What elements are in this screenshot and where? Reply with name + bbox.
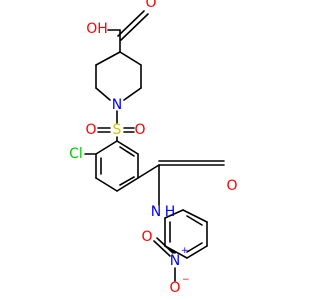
piperidine-bond-4 [95,87,111,101]
piperidine-bond-1 [119,51,142,66]
piperidine-bond-3 [123,87,142,101]
carboxyl-c-o-bond-a [117,10,145,37]
piperidine-bond-6 [95,51,121,66]
benzene-a-bond-6 [116,140,139,155]
piperidine-nitrogen-label: N [112,97,122,113]
benzene-b-inner-2 [186,242,203,253]
hydroxyl-label: OH [86,21,108,37]
molecule-canvas: OH O N S O O Cl O N H N + O O − [69,0,237,296]
bond-layer [84,10,225,282]
benzene-b-bond-4 [186,245,208,259]
amide-oxygen-label: O [226,178,237,194]
nitro-oxygen-bottom-label: O [169,280,180,296]
benzene-b-bond-2 [182,209,208,223]
nitro-o-top-bond-a [153,240,171,257]
amide-hydrogen-label: H [165,204,176,220]
benzene-a-inner-1 [119,146,135,157]
nitro-oxygen-top-label: O [141,229,152,245]
chlorine-label: Cl [69,146,83,162]
benzene-a-bond-3 [95,177,118,192]
nitro-minus-charge: − [182,275,190,285]
benzene-b-bond-1 [164,209,184,219]
molecule-structure: OH O N S O O Cl O N H N + O O − [69,0,237,296]
benzene-a-bond-1 [95,140,118,155]
sulfonyl-oxygen-right-label: O [134,122,145,138]
nitro-o-top-bond-b [156,237,174,254]
sulfonyl-sulfur-label: S [113,122,122,138]
atom-label-layer: OH O N S O O Cl O N H N + O O − [69,0,237,296]
nitro-plus-charge: + [181,246,189,256]
benzene-b-inner-1 [186,215,203,226]
benzene-a-bond-4 [116,177,139,192]
carboxyl-oxygen-label: O [145,0,156,11]
aryl-carbonyl-bond [137,164,160,179]
benzene-a-inner-3 [119,176,135,186]
amide-nitrogen-label: N [151,204,161,220]
sulfonyl-oxygen-left-label: O [85,122,96,138]
nitro-nitrogen-label: N [170,253,180,269]
carboxyl-c-o-bond-b [120,13,149,41]
